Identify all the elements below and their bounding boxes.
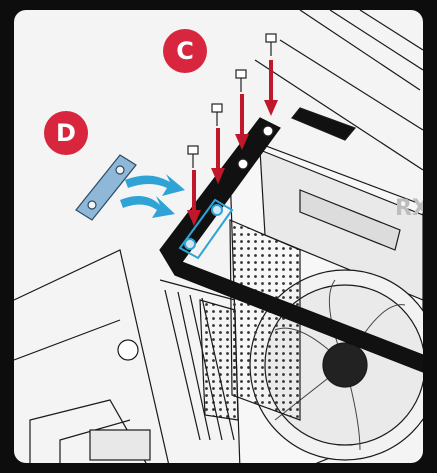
screw-icon (212, 104, 222, 126)
screw-icon (266, 34, 276, 56)
screw-icon (188, 146, 198, 168)
step-d-badge: D (44, 111, 88, 155)
step-c-badge: C (163, 29, 207, 73)
bracket-icon (76, 155, 136, 220)
screw-icon (236, 70, 246, 92)
rx-logo-text: RX (395, 196, 429, 221)
insert-arrow-icon (120, 174, 185, 218)
